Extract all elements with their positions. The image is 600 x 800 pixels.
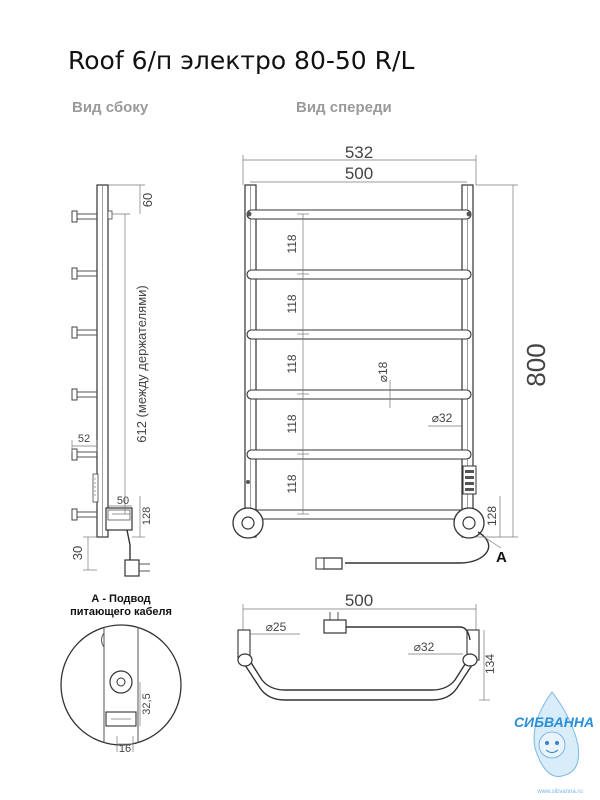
front-dim-800: 800 bbox=[521, 343, 551, 386]
front-dim-d18: ⌀18 bbox=[376, 361, 390, 382]
side-view-label: Вид сбоку bbox=[72, 99, 149, 116]
side-dim-50: 50 bbox=[117, 495, 129, 507]
front-dim-500: 500 bbox=[345, 164, 373, 183]
callout-a: A bbox=[496, 549, 507, 566]
front-dim-d32: ⌀32 bbox=[432, 411, 453, 425]
detail-label-line1: А - Подвод bbox=[91, 593, 150, 605]
front-view: A 532 500 800 118 118 118 118 118 bbox=[232, 143, 551, 570]
detail-dim-16: 16 bbox=[119, 743, 131, 755]
front-pitch-2: 118 bbox=[285, 294, 299, 313]
top-dim-d25: ⌀25 bbox=[266, 620, 287, 634]
front-dim-128: 128 bbox=[485, 506, 499, 526]
top-dim-134: 134 bbox=[483, 654, 497, 674]
top-view: 500 ⌀25 ⌀32 134 bbox=[237, 591, 497, 701]
front-pitch-1: 118 bbox=[285, 234, 299, 253]
product-title: Roof 6/п электро 80-50 R/L bbox=[68, 46, 414, 75]
side-view: 60 612 (между держателями) 52 50 128 30 bbox=[70, 184, 155, 577]
front-view-label: Вид спереди bbox=[296, 99, 392, 116]
front-pitch-5: 118 bbox=[285, 474, 299, 493]
side-dim-128: 128 bbox=[141, 507, 153, 525]
logo-brand: СИБВАННА bbox=[514, 714, 594, 730]
detail-a: А - Подвод питающего кабеля 32,5 16 bbox=[60, 593, 182, 755]
logo-url: www.sibvanna.ru bbox=[536, 789, 582, 795]
side-dim-30: 30 bbox=[70, 546, 85, 560]
top-dim-d32: ⌀32 bbox=[414, 640, 435, 654]
side-dim-612: 612 (между держателями) bbox=[134, 285, 149, 443]
front-pitch-3: 118 bbox=[285, 354, 299, 373]
top-dim-500: 500 bbox=[345, 591, 373, 610]
side-dim-52: 52 bbox=[78, 433, 90, 445]
side-dim-60: 60 bbox=[140, 193, 155, 207]
front-dim-532: 532 bbox=[345, 143, 373, 162]
detail-label-line2: питающего кабеля bbox=[70, 606, 172, 618]
detail-dim-32-5: 32,5 bbox=[141, 693, 153, 714]
front-pitch-4: 118 bbox=[285, 414, 299, 433]
sibvanna-logo: СИБВАННА www.sibvanna.ru bbox=[514, 691, 594, 795]
